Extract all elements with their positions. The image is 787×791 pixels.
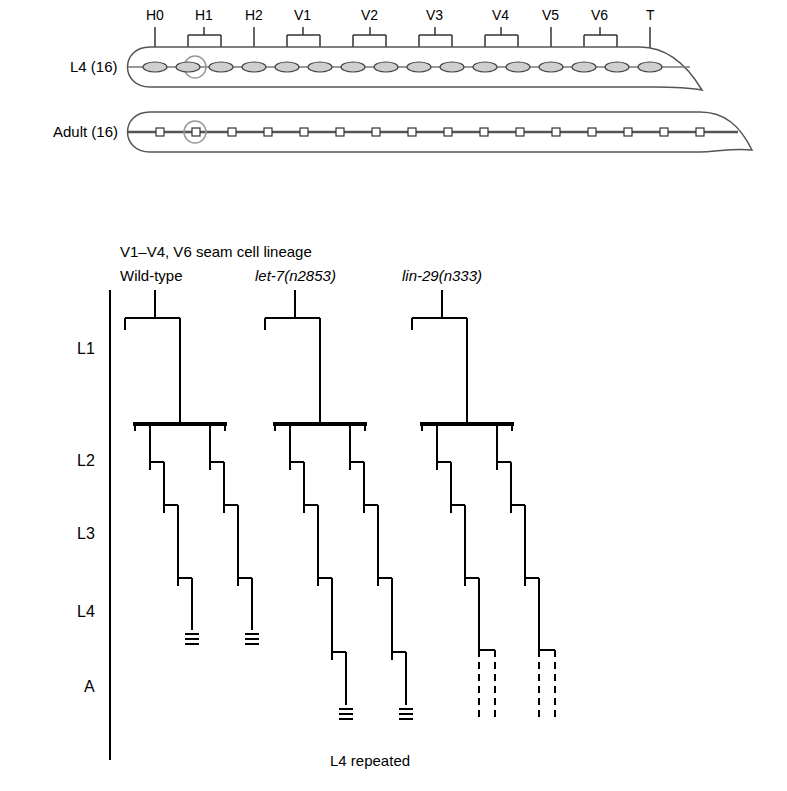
let7-lineage <box>265 290 413 719</box>
genotype-label: Wild-type <box>120 267 183 285</box>
lin29-lineage <box>412 290 555 722</box>
stage-label: L4 <box>77 603 95 621</box>
cell-name: V3 <box>426 6 443 24</box>
cell-name: H1 <box>195 6 213 24</box>
cell-name: V1 <box>294 6 311 24</box>
genotype-label: lin-29(n333) <box>402 267 482 285</box>
stage-label: L2 <box>77 452 95 470</box>
stage-count-label: Adult (16) <box>53 123 118 141</box>
stage-label: L3 <box>77 525 95 543</box>
adult-worm <box>128 112 753 152</box>
cell-name: T <box>646 6 655 24</box>
cell-name: H0 <box>146 6 164 24</box>
cell-name: V4 <box>492 6 509 24</box>
genotype-label: let-7(n2853) <box>255 267 336 285</box>
stage-label: A <box>84 678 95 696</box>
stage-count-label: L4 (16) <box>70 58 118 76</box>
wild-type-lineage <box>125 290 259 644</box>
stage-label: L1 <box>77 340 95 358</box>
cell-name: H2 <box>245 6 263 24</box>
time-axis <box>109 290 111 760</box>
note-label: L4 repeated <box>330 752 410 770</box>
cell-name: V5 <box>542 6 559 24</box>
l4-worm <box>128 47 703 90</box>
lineage-title: V1–V4, V6 seam cell lineage <box>120 243 312 261</box>
cell-name: V6 <box>591 6 608 24</box>
cell-name: V2 <box>361 6 378 24</box>
